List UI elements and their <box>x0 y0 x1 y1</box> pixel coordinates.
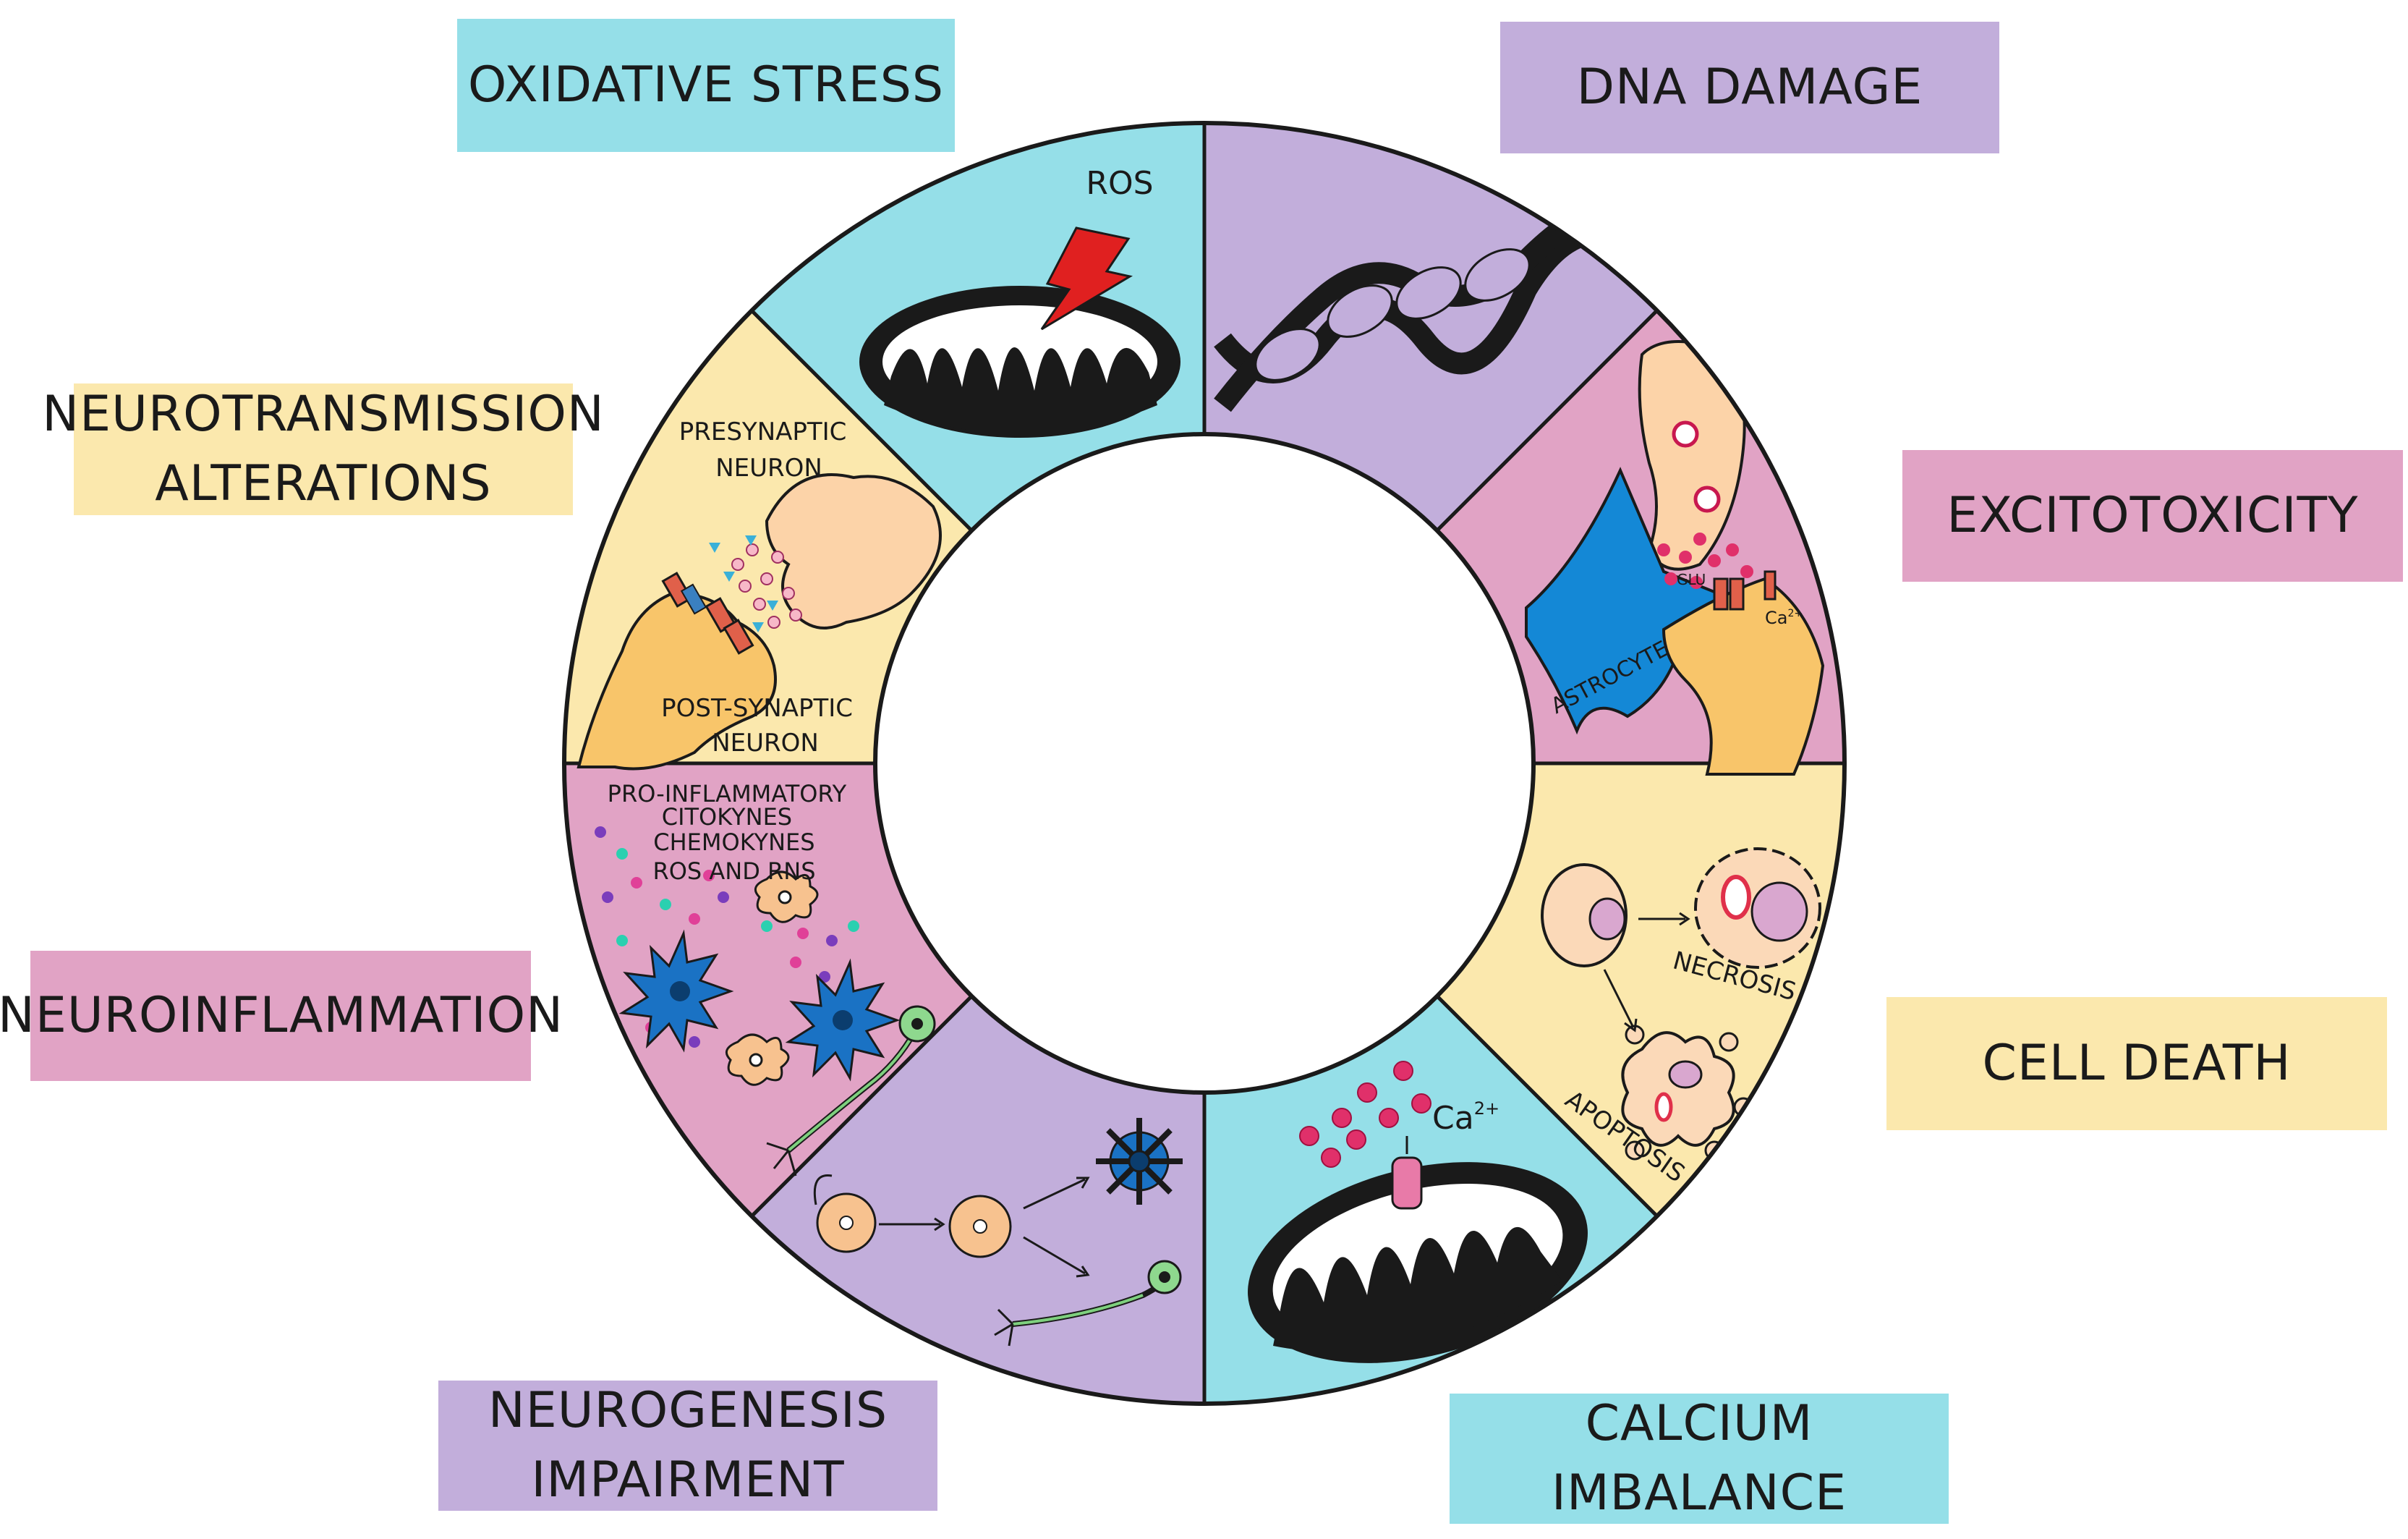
microglia-icon <box>618 929 901 1082</box>
label-line: NEUROGENESIS <box>488 1382 888 1439</box>
neuroinflammation-cells <box>595 826 936 1176</box>
ros-lightning-icon <box>1040 226 1133 331</box>
ring-outer-outline <box>562 121 1847 1406</box>
inflamed-neuron-icon <box>766 1005 936 1176</box>
calcium-channel <box>1391 1156 1423 1210</box>
cell-death-arrows <box>1603 912 1690 1033</box>
dna-helix-icon <box>1214 206 1625 412</box>
calcium-mitochondrion <box>1248 1156 1588 1363</box>
label-neurotransmission-alterations: NEUROTRANSMISSION ALTERATIONS <box>42 383 604 515</box>
ros-label: ROS <box>1086 165 1153 202</box>
presynaptic-neuron-shape <box>765 473 942 629</box>
postsynaptic-terminal-shape <box>1662 577 1825 776</box>
label-neurogenesis-impairment: NEUROGENESIS IMPAIRMENT <box>438 1381 937 1511</box>
label-line: OXIDATIVE STRESS <box>467 56 945 114</box>
presynaptic-label: PRESYNAPTIC NEURON <box>679 417 855 483</box>
neurogenesis-neuron-icon <box>994 1260 1182 1347</box>
label-oxidative-stress: OXIDATIVE STRESS <box>457 19 955 152</box>
label-line: EXCITOTOXICITY <box>1947 487 2359 544</box>
healthy-cell <box>1541 863 1628 967</box>
apoptotic-cell <box>1621 1031 1735 1147</box>
neurogenesis-glia-icon <box>1096 1118 1183 1205</box>
label-calcium-imbalance: CALCIUM IMBALANCE <box>1450 1394 1949 1524</box>
glu-label: GLU <box>1677 571 1706 588</box>
label-line: NEUROINFLAMMATION <box>0 987 563 1044</box>
label-line: IMBALANCE <box>1551 1464 1847 1522</box>
inflammatory-mediators-label: PRO-INFLAMMATORY CITOKYNES CHEMOKYNES RO… <box>608 780 854 885</box>
label-line: CELL DEATH <box>1982 1035 2292 1092</box>
label-excitotoxicity: EXCITOTOXICITY <box>1902 450 2403 582</box>
oxidative-mitochondrion <box>859 286 1180 438</box>
label-line: NEUROTRANSMISSION <box>42 386 605 443</box>
postsynaptic-label: POST-SYNAPTIC NEURON <box>661 694 861 758</box>
label-cell-death: CELL DEATH <box>1886 997 2387 1130</box>
ring-inner-hole <box>873 432 1536 1095</box>
calcium-ca-label: Ca2+ <box>1432 1098 1499 1137</box>
reactive-astrocyte-icon <box>725 870 819 1086</box>
cell-death-cells <box>1541 847 1821 1161</box>
label-neuroinflammation: NEUROINFLAMMATION <box>0 951 563 1081</box>
inflammatory-dots <box>595 826 859 1048</box>
neurotransmission-synapse <box>577 473 942 771</box>
label-line: ALTERATIONS <box>155 455 492 512</box>
label-dna-damage: DNA DAMAGE <box>1500 22 1999 153</box>
label-line: IMPAIRMENT <box>531 1451 845 1509</box>
postsynaptic-neuron-shape <box>577 591 777 771</box>
label-line: DNA DAMAGE <box>1576 59 1923 116</box>
excito-ca-label: Ca2+ <box>1765 608 1803 628</box>
label-line: CALCIUM <box>1585 1395 1813 1452</box>
calcium-ions <box>1299 1061 1431 1168</box>
neurogenesis-cells <box>813 1118 1183 1347</box>
excitotoxicity-synapse <box>1525 340 1825 776</box>
